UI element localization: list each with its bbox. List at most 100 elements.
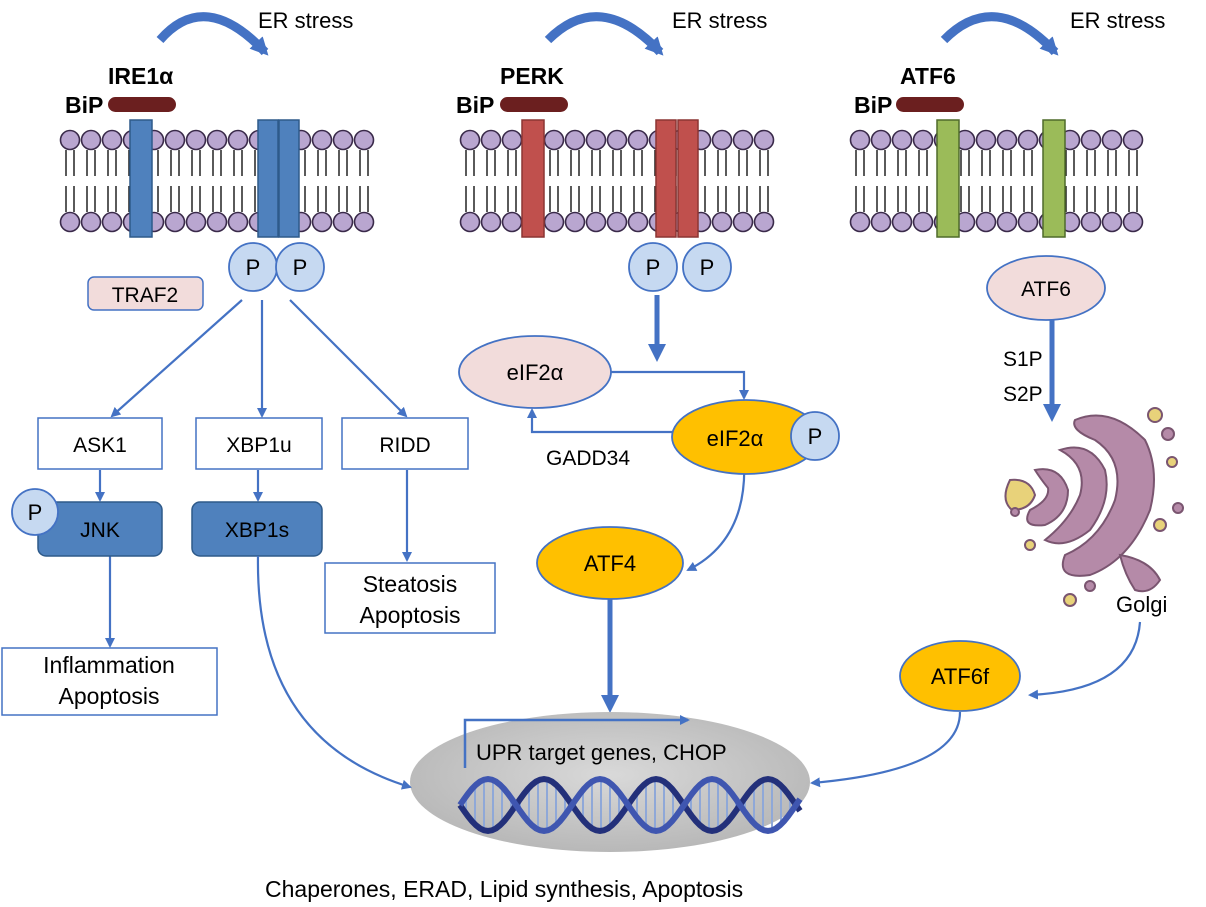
lipid-head: [564, 211, 586, 233]
lipid-head: [501, 211, 523, 233]
ridd-outcome-line-2: Apoptosis: [359, 602, 460, 628]
ridd-outcome-line-1: Steatosis: [363, 571, 458, 597]
lipid-head: [606, 211, 628, 233]
lipid-head: [732, 211, 754, 233]
xbp1s-to-nucleus-arrow: [256, 555, 412, 790]
er-stress-arrow-ire1: [156, 12, 269, 56]
atf6-node: [986, 255, 1106, 321]
gadd34-label: GADD34: [546, 447, 630, 470]
lipid-head: [1017, 129, 1039, 151]
lipid-head: [459, 211, 481, 233]
lipid-head: [996, 129, 1018, 151]
jnk-label: JNK: [80, 519, 120, 542]
jnk-outcome-box: [1, 647, 218, 716]
lipid-head: [849, 211, 871, 233]
ire1-title: IRE1α: [108, 63, 173, 89]
ire1-phospho-pair: P P: [228, 242, 325, 292]
bip-label-perk: BiP: [456, 92, 494, 118]
perk-dimer-channel-left: [655, 119, 677, 238]
lipid-head: [101, 129, 123, 151]
lipid-head: [585, 129, 607, 151]
lipid-head: [206, 211, 228, 233]
dna-helix-icon: [457, 775, 803, 835]
perk-phospho-pair: P P: [628, 242, 732, 292]
lipid-head: [975, 129, 997, 151]
lipid-head: [543, 129, 565, 151]
lipid-head: [543, 211, 565, 233]
lipid-head: [606, 129, 628, 151]
lipid-head: [627, 129, 649, 151]
atf4-node: [536, 526, 684, 600]
lipid-head: [1080, 211, 1102, 233]
bip-label-atf6: BiP: [854, 92, 892, 118]
s2p-label: S2P: [1003, 383, 1043, 406]
xbp1u-box: [195, 417, 323, 470]
xbp1u-label: XBP1u: [226, 434, 291, 457]
lipid-head: [912, 211, 934, 233]
membrane-perk: [459, 129, 775, 233]
phospho-label: P: [646, 255, 661, 280]
lipid-head: [732, 129, 754, 151]
s1p-label: S1P: [1003, 348, 1043, 371]
bip-bar-atf6: [896, 97, 964, 112]
nucleus-label: UPR target genes, CHOP: [476, 740, 727, 765]
lipid-head: [849, 129, 871, 151]
atf6f-label: ATF6f: [931, 664, 990, 689]
lipid-head: [459, 129, 481, 151]
ridd-label: RIDD: [379, 434, 430, 457]
lipid-head: [585, 211, 607, 233]
jnk-outcome-line-1: Inflammation: [43, 652, 175, 678]
lipid-head: [753, 129, 775, 151]
lipid-head: [891, 129, 913, 151]
lipid-head: [80, 211, 102, 233]
atf6-node-label: ATF6: [1021, 278, 1071, 301]
lipid-head: [164, 211, 186, 233]
lipid-head: [332, 211, 354, 233]
perk-monomer-channel: [521, 119, 545, 238]
lipid-head: [227, 211, 249, 233]
xbp1s-label: XBP1s: [225, 519, 289, 542]
perk-title: PERK: [500, 63, 564, 89]
lipid-head: [753, 211, 775, 233]
ask1-label: ASK1: [73, 434, 127, 457]
jnk-outcome-line-2: Apoptosis: [58, 683, 159, 709]
lipid-head: [501, 129, 523, 151]
membrane-atf6: [849, 129, 1144, 233]
atf6-channel-right: [1042, 119, 1066, 238]
er-stress-label-atf6: ER stress: [1070, 8, 1165, 33]
er-stress-arrow-atf6: [940, 12, 1059, 56]
lipid-head: [480, 129, 502, 151]
lipid-head: [353, 129, 375, 151]
lipid-head: [1101, 129, 1123, 151]
lipid-head: [870, 211, 892, 233]
perk-arrows: [527, 295, 749, 713]
atf6-arrows: [810, 320, 1142, 788]
ire1-dimer-channel-left: [257, 119, 279, 238]
lipid-head: [891, 211, 913, 233]
perk-dimer-channel-right: [677, 119, 699, 238]
er-stress-label-ire1: ER stress: [258, 8, 353, 33]
lipid-head: [870, 129, 892, 151]
traf2-box: [87, 276, 204, 311]
lipid-head: [332, 129, 354, 151]
eif2a-p-label: eIF2α: [707, 426, 764, 451]
golgi-label: Golgi: [1116, 592, 1167, 617]
membrane-ire1: [59, 129, 375, 233]
phospho-label: P: [808, 424, 823, 449]
lipid-head: [912, 129, 934, 151]
phospho-label: P: [293, 255, 308, 280]
dna-strand: [457, 775, 803, 835]
lipid-head: [59, 211, 81, 233]
lipid-head: [711, 129, 733, 151]
ask1-box: [37, 417, 163, 470]
ridd-outcome-box: [324, 562, 496, 634]
atf6-channel-left: [936, 119, 960, 238]
eif2a-node: [458, 335, 612, 409]
lipid-head: [206, 129, 228, 151]
eif2a-phospho: [790, 411, 840, 461]
bip-bar-perk: [500, 97, 568, 112]
lipid-head: [711, 211, 733, 233]
lipid-head: [311, 211, 333, 233]
bip-label-ire1: BiP: [65, 92, 103, 118]
